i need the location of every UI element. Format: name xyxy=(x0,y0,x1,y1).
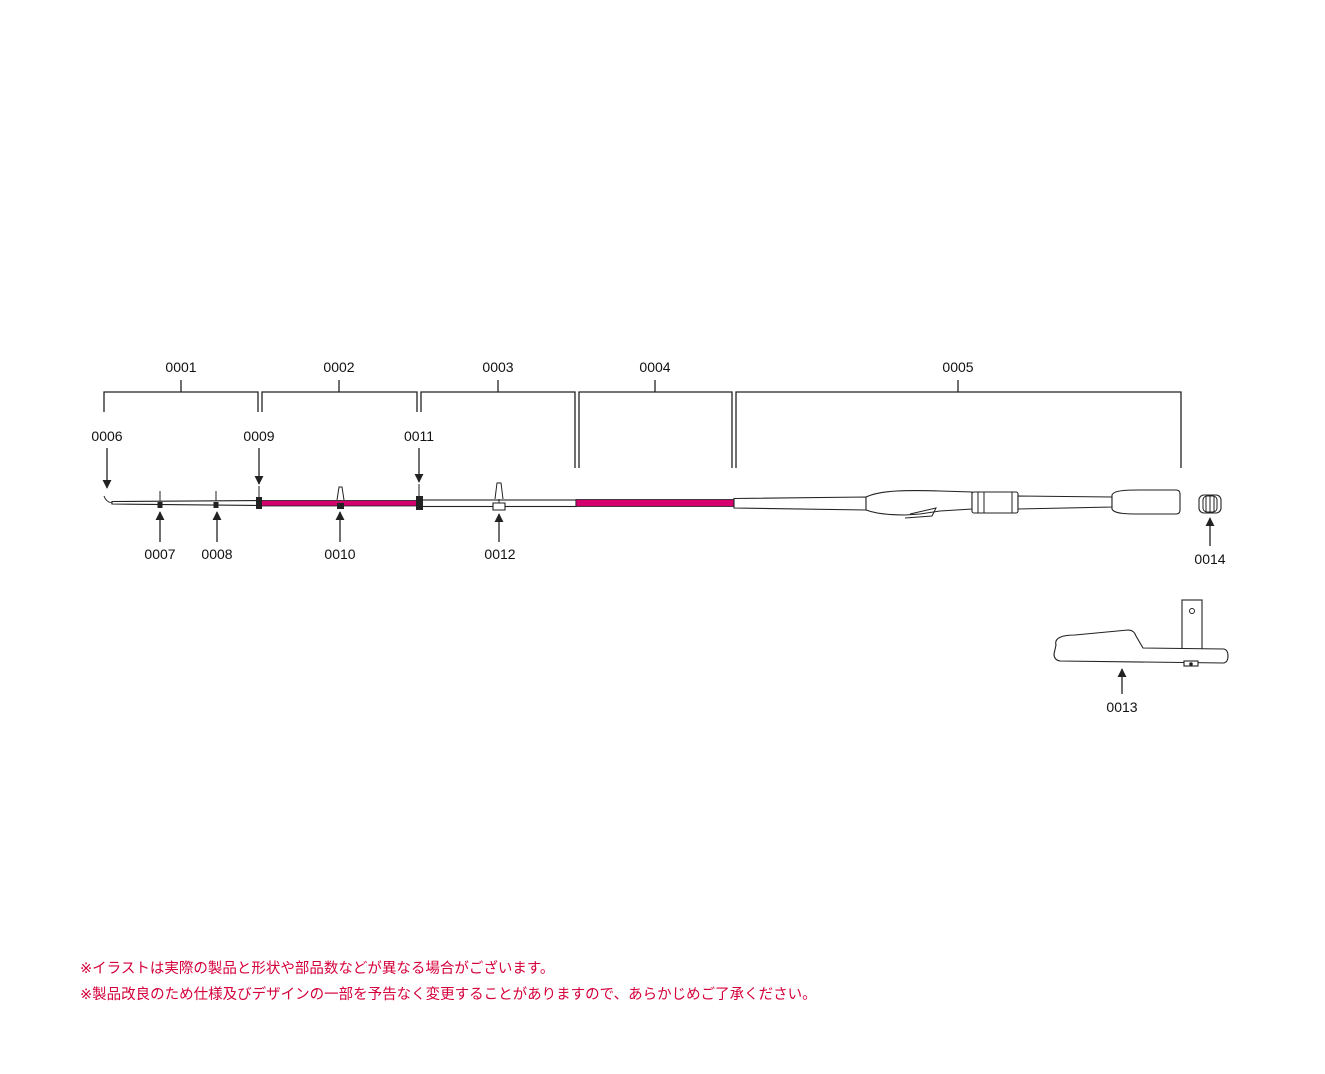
section-label-0001: 0001 xyxy=(165,359,196,375)
tip-top-guide xyxy=(103,495,113,504)
bracket-0002 xyxy=(261,391,418,412)
callout-label-0007: 0007 xyxy=(144,546,175,562)
trigger xyxy=(904,507,937,519)
section-0001[interactable]: 0001 xyxy=(103,359,259,412)
callout-label-0014: 0014 xyxy=(1194,551,1225,567)
disclaimer-notes: ※イラストは実際の製品と形状や部品数などが異なる場合がございます。 ※製品改良の… xyxy=(80,956,817,1008)
callout-label-0013: 0013 xyxy=(1106,699,1137,715)
callout-label-0011: 0011 xyxy=(404,428,434,444)
fore-grip xyxy=(865,489,973,516)
callout-label-0009: 0009 xyxy=(243,428,274,444)
callout-0009[interactable]: 0009 xyxy=(243,428,275,485)
callout-0012[interactable]: 0012 xyxy=(484,513,516,562)
ferrule-0011[interactable] xyxy=(416,484,423,510)
section-0004[interactable]: 0004 xyxy=(578,359,733,468)
callout-label-0010: 0010 xyxy=(324,546,355,562)
disclaimer-note-2: ※製品改良のため仕様及びデザインの一部を予告なく変更することがありますので、あら… xyxy=(80,987,817,1003)
rear-blank xyxy=(1017,495,1113,510)
guides xyxy=(157,482,506,511)
callout-0007[interactable]: 0007 xyxy=(144,511,176,562)
reel-hood-0013[interactable] xyxy=(1053,599,1229,667)
callout-0011[interactable]: 0011 xyxy=(404,428,434,483)
hood-body xyxy=(1053,629,1229,664)
section-label-0005: 0005 xyxy=(942,359,973,375)
reel-seat xyxy=(971,491,1019,514)
section-0002[interactable]: 0002 xyxy=(261,359,418,412)
callout-0008[interactable]: 0008 xyxy=(201,511,233,562)
guide-0012[interactable] xyxy=(492,482,506,511)
section-0005[interactable]: 0005 xyxy=(735,359,1182,468)
section-label-0003: 0003 xyxy=(482,359,513,375)
hood-hole xyxy=(1189,608,1195,614)
callout-label-0008: 0008 xyxy=(201,546,232,562)
callout-0013[interactable]: 0013 xyxy=(1106,668,1138,715)
section-label-0004: 0004 xyxy=(639,359,670,375)
bracket-0003 xyxy=(420,391,576,468)
callout-label-0006: 0006 xyxy=(91,428,122,444)
callout-label-0012: 0012 xyxy=(484,546,515,562)
rod-blank xyxy=(103,489,1181,519)
callout-0006[interactable]: 0006 xyxy=(91,428,123,489)
rod-section-0001 xyxy=(111,499,259,507)
bracket-0005 xyxy=(735,391,1182,468)
bracket-0001 xyxy=(103,391,259,412)
butt-cap-0014[interactable] xyxy=(1198,494,1222,514)
rear-grip xyxy=(1111,489,1181,515)
guide-0007[interactable] xyxy=(157,491,163,508)
callout-0014[interactable]: 0014 xyxy=(1194,517,1226,567)
ferrule-0009[interactable] xyxy=(256,486,262,509)
disclaimer-note-1: ※イラストは実際の製品と形状や部品数などが異なる場合がございます。 xyxy=(80,961,555,977)
callout-0010[interactable]: 0010 xyxy=(324,511,356,562)
guide-0010[interactable] xyxy=(336,486,345,509)
rod-section-0004 xyxy=(575,499,735,507)
bracket-0004 xyxy=(578,391,733,468)
section-label-0002: 0002 xyxy=(323,359,354,375)
section-0003[interactable]: 0003 xyxy=(420,359,576,468)
rod-section-0005-blank xyxy=(733,496,867,511)
guide-0008[interactable] xyxy=(213,491,219,508)
